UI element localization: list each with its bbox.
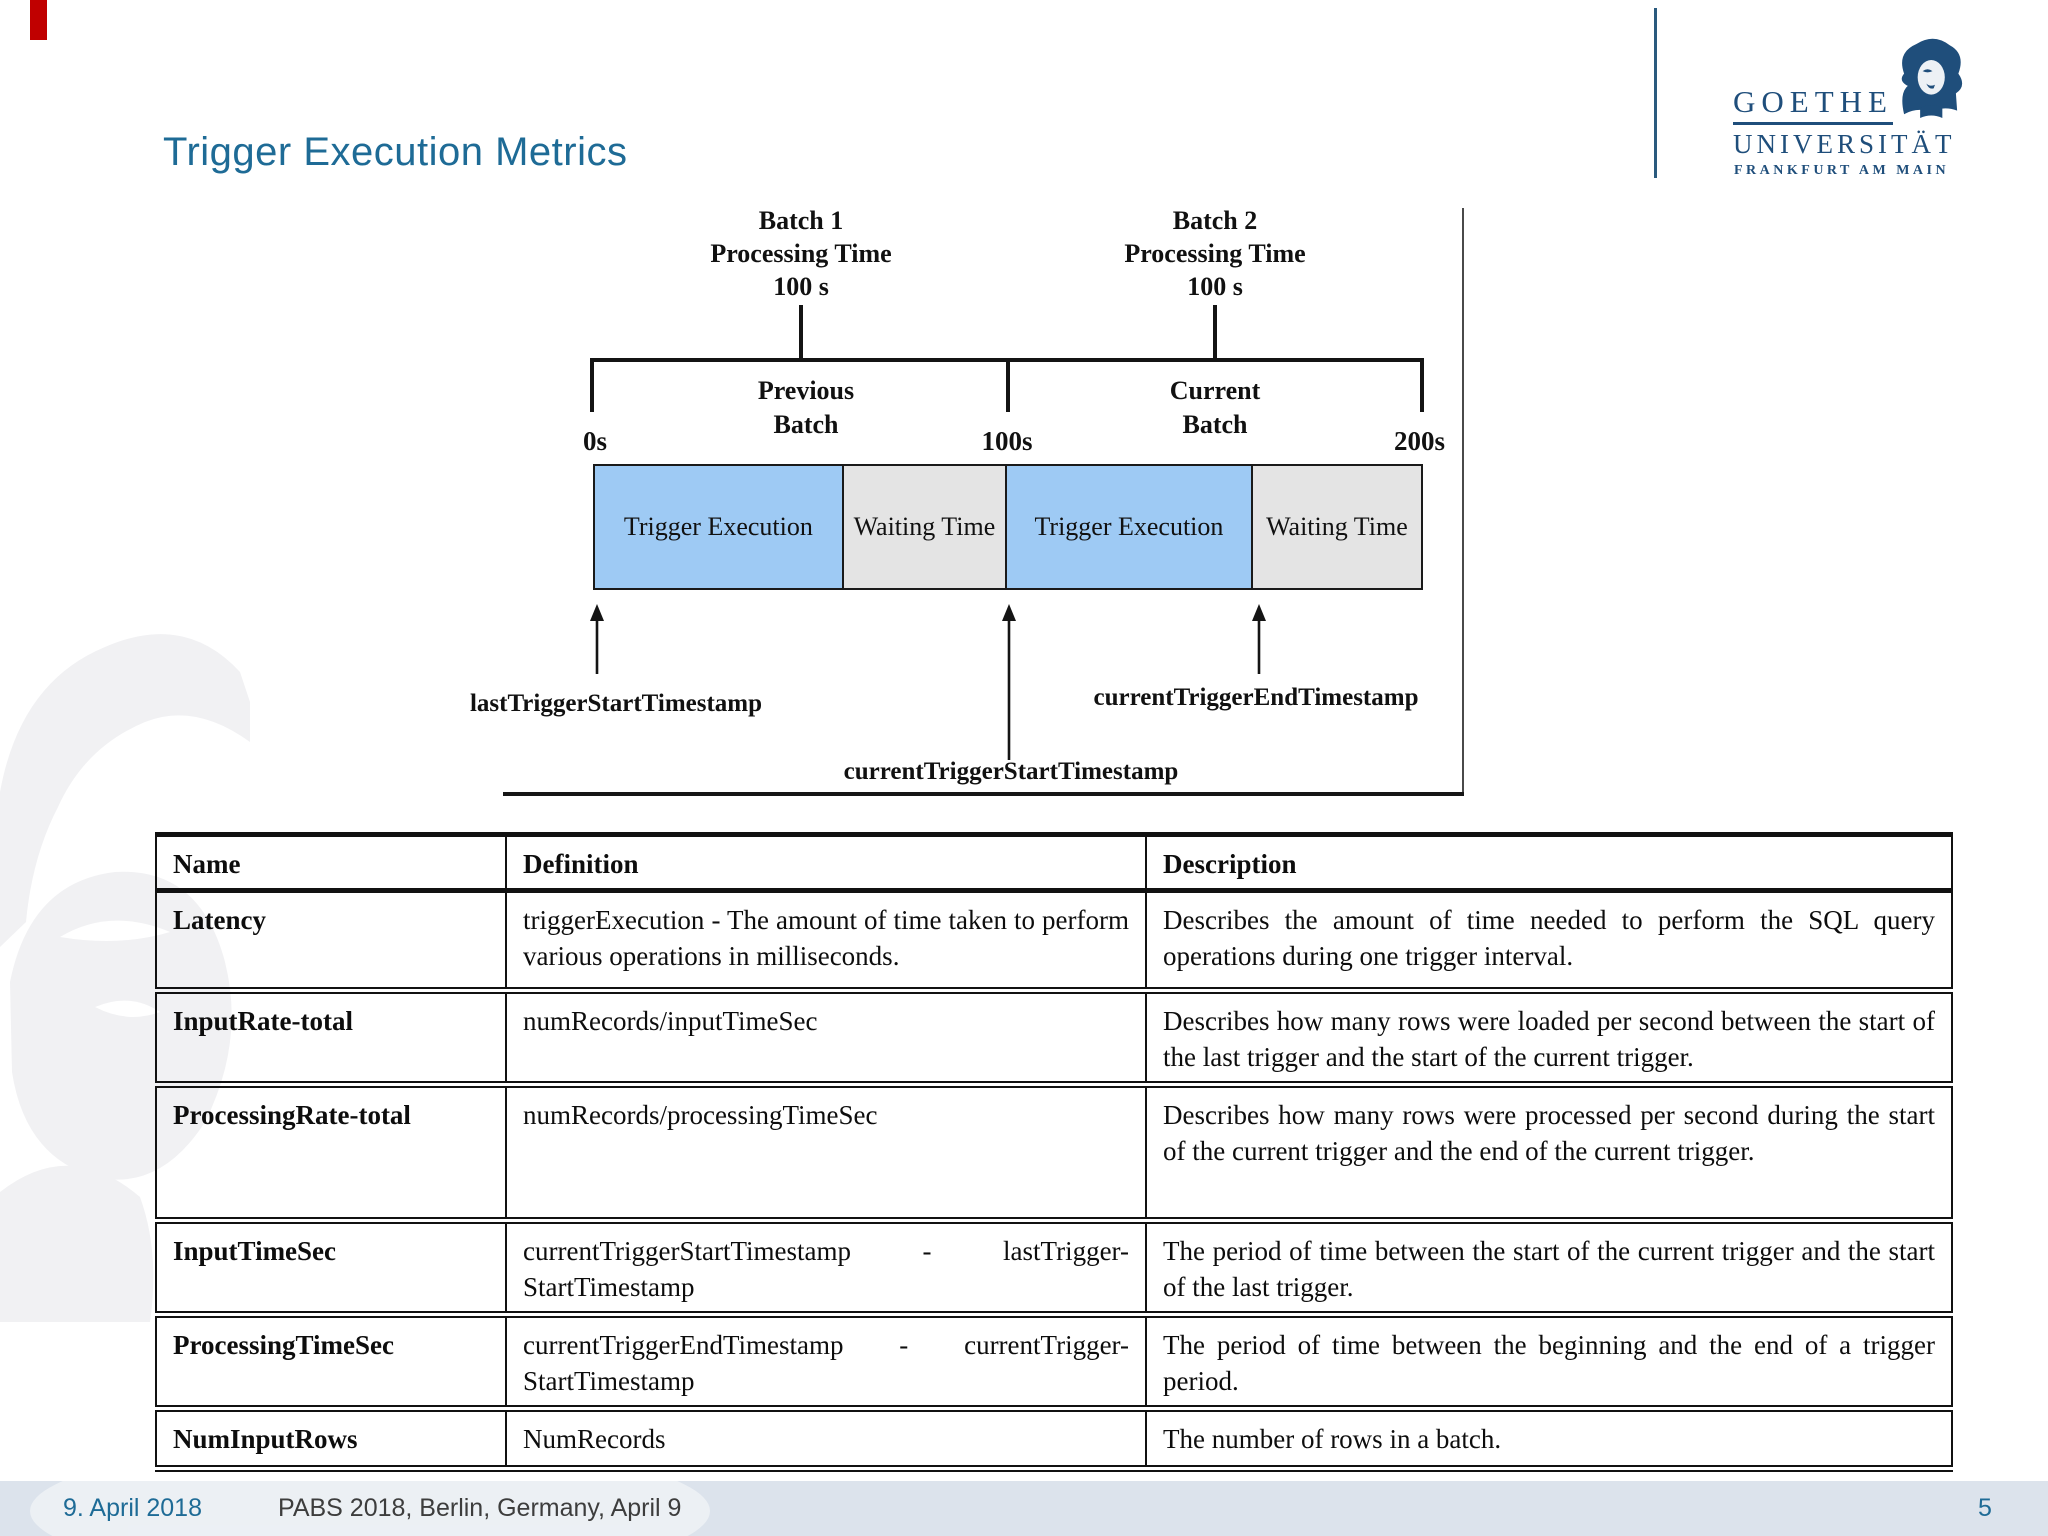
metric-name: InputRate-total [156, 990, 506, 1088]
metric-description: The number of rows in a batch. [1145, 1408, 1952, 1469]
previous-batch-label: Previous Batch [757, 376, 855, 439]
figure-right-border [1462, 208, 1464, 796]
segment-trigger-execution-1: Trigger Execution [595, 466, 844, 588]
metric-name: ProcessingTimeSec [156, 1314, 506, 1412]
metric-name: InputTimeSec [156, 1220, 506, 1318]
metric-definition: triggerExecution - The amount of time ta… [505, 890, 1146, 994]
execution-timeline-bar: Trigger Execution Waiting Time Trigger E… [593, 464, 1423, 590]
metric-definition: numRecords/processingTimeSec [505, 1084, 1146, 1224]
header-description: Description [1145, 834, 1952, 893]
red-accent-bar [30, 0, 47, 40]
segment-waiting-time-2: Waiting Time [1252, 466, 1421, 588]
metric-name: ProcessingRate-total [156, 1084, 506, 1224]
metric-description: Describes how many rows were processed p… [1145, 1084, 1952, 1224]
footer-page-number: 5 [1978, 1494, 1992, 1522]
metric-name: Latency [156, 890, 506, 994]
table-row: NumInputRows NumRecords The number of ro… [156, 1408, 1952, 1469]
tick-label-0s: 0s [583, 426, 608, 456]
batch2-label: Batch 2 Processing Time 100 s [1124, 206, 1306, 301]
logo-goethe-text: GOETHE [1733, 84, 1893, 119]
logo-rule [1733, 122, 1893, 125]
metric-description: Describes the amount of time needed to p… [1145, 890, 1952, 994]
metric-name: NumInputRows [173, 1424, 358, 1454]
footer-conference: PABS 2018, Berlin, Germany, April 9 [278, 1494, 682, 1522]
footer-bar: 9. April 2018 PABS 2018, Berlin, Germany… [0, 1481, 2048, 1536]
metric-definition: NumRecords [505, 1408, 1146, 1469]
table-row: InputTimeSec currentTriggerStartTimestam… [156, 1220, 1952, 1318]
metric-definition: currentTriggerEndTimestamp - currentTrig… [505, 1314, 1146, 1412]
logo-city-text: FRANKFURT AM MAIN [1734, 163, 1950, 178]
metrics-table: Name Definition Description Latency trig… [155, 832, 1953, 1472]
goethe-portrait-icon [1901, 38, 1963, 118]
current-trigger-end-timestamp-label: currentTriggerEndTimestamp [1093, 684, 1419, 711]
footer-date: 9. April 2018 [63, 1494, 202, 1522]
page-title: Trigger Execution Metrics [163, 130, 628, 174]
bracket-tick-right [1420, 358, 1424, 412]
current-batch-label: Current Batch [1169, 376, 1261, 439]
metric-definition: currentTriggerStartTimestamp - lastTrigg… [505, 1220, 1146, 1318]
batch1-label: Batch 1 Processing Time 100 s [710, 206, 892, 301]
batch1-connector-line [799, 305, 803, 360]
footer-watermark [30, 1481, 710, 1536]
last-trigger-start-timestamp-label: lastTriggerStartTimestamp [469, 690, 763, 717]
metric-definition: numRecords/inputTimeSec [505, 990, 1146, 1088]
table-row: ProcessingRate-total numRecords/processi… [156, 1084, 1952, 1224]
logo-university-text: UNIVERSITÄT [1733, 129, 1956, 159]
table-row: InputRate-total numRecords/inputTimeSec … [156, 990, 1952, 1088]
bracket-tick-middle [1006, 358, 1010, 412]
tick-label-200s: 200s [1393, 426, 1445, 456]
bracket-tick-left [590, 358, 594, 412]
arrow-current-trigger-end [1252, 604, 1266, 674]
table-row: Latency triggerExecution - The amount of… [156, 890, 1952, 994]
arrow-current-trigger-start [1002, 604, 1016, 760]
metric-description: The period of time between the beginning… [1145, 1314, 1952, 1412]
figure-bottom-border [503, 792, 1464, 796]
logo-divider [1654, 8, 1657, 178]
metric-description: Describes how many rows were loaded per … [1145, 990, 1952, 1088]
table-header-row: Name Definition Description [156, 834, 1952, 893]
arrow-last-trigger-start [590, 604, 604, 674]
segment-trigger-execution-2: Trigger Execution [1007, 466, 1253, 588]
segment-waiting-time-1: Waiting Time [843, 466, 1008, 588]
metric-description: The period of time between the start of … [1145, 1220, 1952, 1318]
current-trigger-start-timestamp-label: currentTriggerStartTimestamp [843, 758, 1179, 785]
header-name: Name [156, 834, 506, 893]
tick-label-100s: 100s [981, 426, 1033, 456]
table-row: ProcessingTimeSec currentTriggerEndTimes… [156, 1314, 1952, 1412]
batch2-connector-line [1213, 305, 1217, 360]
header-definition: Definition [505, 834, 1146, 893]
